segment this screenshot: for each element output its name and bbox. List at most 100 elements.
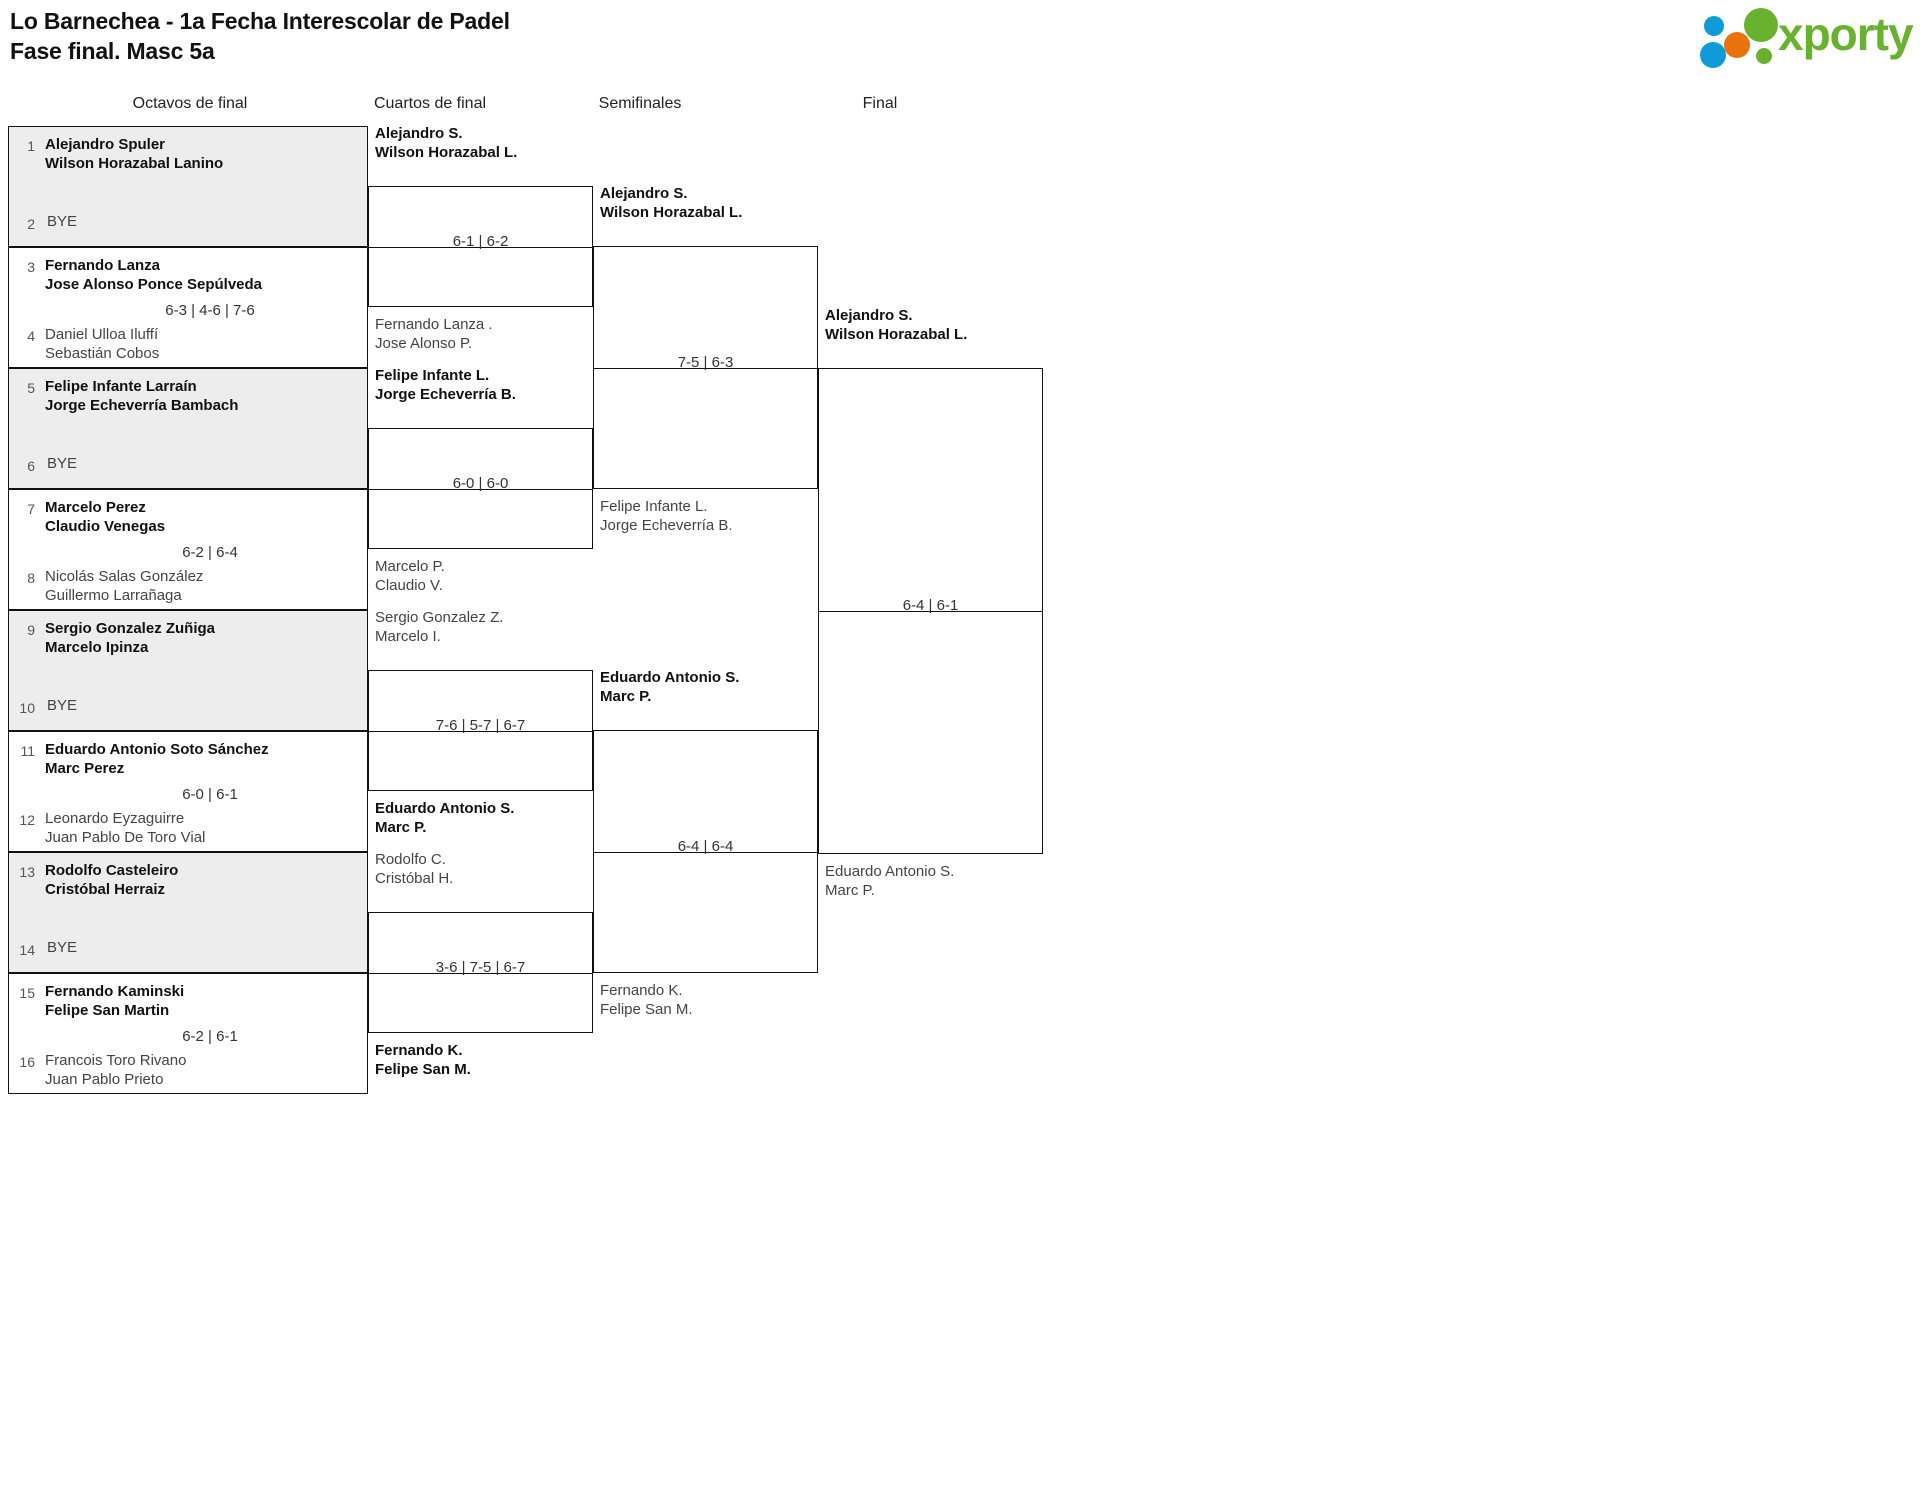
semis-top-team-1[interactable]: Alejandro S.Wilson Horazabal L.: [600, 184, 742, 222]
semis-top-team-2[interactable]: Eduardo Antonio S. Marc P.: [600, 668, 739, 706]
cuartos-top-team-3[interactable]: Sergio Gonzalez Z.Marcelo I.: [375, 608, 503, 646]
top-name-2: Felipe San Martin: [45, 1002, 170, 1019]
logo-dot-orange: [1724, 32, 1750, 58]
top-name-2: Wilson Horazabal L.: [375, 144, 518, 161]
top-name-2: Marc P.: [600, 688, 652, 705]
semis-bottom-team-1[interactable]: Felipe Infante L.Jorge Echeverría B.: [600, 497, 733, 535]
cuartos-bottom-team-1[interactable]: Fernando Lanza .Jose Alonso P.: [375, 315, 493, 353]
round1-bottom-entry[interactable]: 2 BYE: [9, 213, 367, 232]
box-divider: [369, 972, 592, 974]
bottom-name-2: Guillermo Larrañaga: [45, 587, 182, 604]
top-name-2: Jorge Echeverría Bambach: [45, 397, 239, 414]
bottom-name-2: Marc P.: [375, 819, 427, 836]
semis-score-1: 7-5 | 6-3: [677, 353, 734, 371]
seed-number: 1: [27, 138, 35, 154]
semis-bottom-team-2[interactable]: Fernando K.Felipe San M.: [600, 981, 693, 1019]
bye-label: BYE: [47, 939, 78, 956]
bottom-name-2: Claudio V.: [375, 577, 443, 594]
cuartos-bottom-team-3[interactable]: Eduardo Antonio S.Marc P.: [375, 799, 514, 837]
top-name-1: Fernando Kaminski: [45, 983, 185, 1000]
bye-label: BYE: [47, 213, 78, 230]
seed-number: 13: [19, 864, 35, 880]
round1-score: 6-2 | 6-4: [182, 544, 238, 561]
cuartos-top-team-2[interactable]: Felipe Infante L.Jorge Echeverría B.: [375, 366, 516, 404]
bottom-name-1: Fernando K.: [375, 1042, 463, 1059]
bottom-name-1: Marcelo P.: [375, 558, 445, 575]
cuartos-top-team-1[interactable]: Alejandro S.Wilson Horazabal L.: [375, 124, 517, 162]
top-name-2: Marcelo Ipinza: [45, 639, 149, 656]
box-divider: [369, 730, 592, 732]
top-name-2: Wilson Horazabal Lanino: [45, 155, 224, 172]
seed-number: 4: [27, 328, 35, 344]
bottom-name-1: Eduardo Antonio S.: [825, 863, 955, 880]
seed-number: 2: [27, 216, 35, 232]
top-name-1: Felipe Infante L.: [375, 367, 490, 384]
bottom-name-1: Francois Toro Rivano: [45, 1052, 187, 1069]
round-header-final: Final: [862, 95, 898, 112]
seed-number: 11: [20, 743, 35, 759]
cuartos-box-4: [368, 912, 593, 1033]
bye-label: BYE: [47, 455, 78, 472]
bottom-name-1: Nicolás Salas González: [45, 568, 204, 585]
round1-bottom-entry[interactable]: 14 BYE: [9, 939, 367, 958]
round-header-semifinales: Semifinales: [598, 95, 682, 112]
bottom-name-2: Sebastián Cobos: [45, 345, 160, 362]
logo-dot-green-large: [1744, 8, 1778, 42]
cuartos-box-3: [368, 670, 593, 791]
final-score-1: 6-4 | 6-1: [902, 597, 959, 614]
seed-number: 3: [27, 259, 35, 275]
cuartos-score-2: 6-0 | 6-0: [452, 474, 509, 492]
semis-box-2: [593, 730, 818, 973]
logo-dot-blue-large: [1700, 42, 1726, 68]
top-name-2: Marc Perez: [45, 760, 125, 777]
logo-dot-blue-small: [1704, 16, 1724, 36]
cuartos-bottom-team-2[interactable]: Marcelo P. Claudio V.: [375, 557, 445, 595]
round1-score: 6-0 | 6-1: [182, 786, 238, 803]
top-name-1: Eduardo Antonio S.: [600, 669, 740, 686]
final-top-team-1[interactable]: Alejandro S.Wilson Horazabal L.: [825, 306, 967, 344]
top-name-1: Sergio Gonzalez Zuñiga: [45, 620, 216, 637]
cuartos-score-3: 7-6 | 5-7 | 6-7: [435, 716, 526, 734]
final-bottom-team-1[interactable]: Eduardo Antonio S.Marc P.: [825, 862, 954, 900]
top-name-2: Cristóbal H.: [375, 870, 454, 887]
xporty-logo: xporty: [1700, 8, 1914, 68]
seed-number: 10: [19, 700, 35, 716]
cuartos-top-team-4[interactable]: Rodolfo C.Cristóbal H.: [375, 850, 453, 888]
box-divider: [369, 246, 592, 248]
bottom-name-2: Jose Alonso P.: [375, 335, 473, 352]
seed-number: 15: [19, 985, 35, 1001]
cuartos-bottom-team-4[interactable]: Fernando K. Felipe San M.: [375, 1041, 471, 1079]
bottom-name-1: Felipe Infante L.: [600, 498, 708, 515]
seed-number: 14: [19, 942, 35, 958]
bottom-name-2: Felipe San M.: [375, 1061, 471, 1078]
